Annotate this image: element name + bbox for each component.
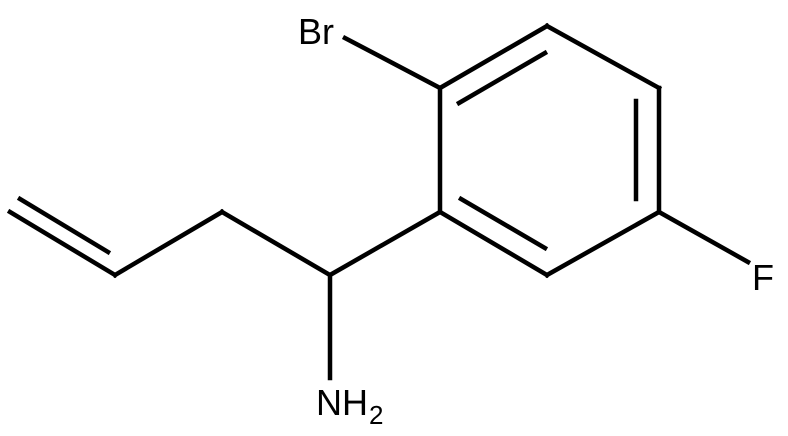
bond-vinyl-double-outer: [6, 208, 119, 279]
bond-ch-ch2: [218, 208, 334, 279]
bond-ch2-ch: [111, 208, 226, 279]
bond-c4-f: [655, 208, 752, 266]
ring-bond-c1-c2: [436, 22, 551, 92]
ring-bond-c1-c2-inner: [455, 49, 549, 107]
amine-subscript: 2: [369, 400, 383, 430]
ring-bond-c5-c6: [436, 208, 551, 279]
ring-bond-c2-c3: [543, 22, 663, 92]
fluorine-label: F: [752, 257, 774, 298]
bond-c6-ch: [326, 208, 444, 279]
amine-label: NH: [316, 382, 368, 423]
ring-bond-c4-c5: [543, 208, 663, 279]
bond-c1-br: [341, 34, 444, 92]
bromine-label: Br: [298, 11, 334, 52]
bond-vinyl-double-inner: [16, 195, 112, 256]
ring-bond-c5-c6-inner: [457, 195, 549, 252]
